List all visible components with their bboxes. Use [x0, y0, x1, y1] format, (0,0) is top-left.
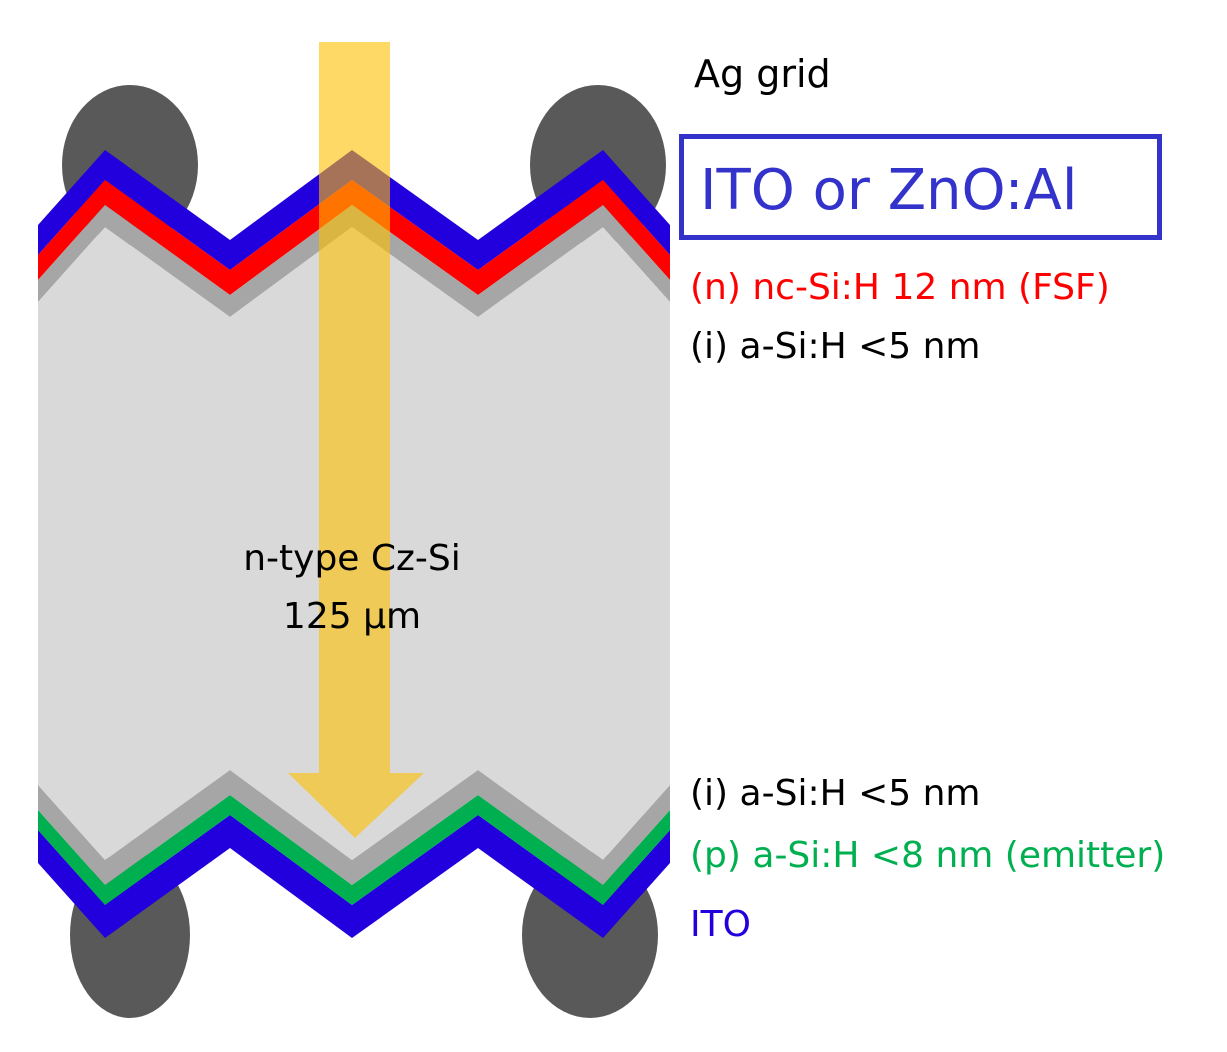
- tco-top-layer: [38, 150, 670, 270]
- wafer-label-line2: 125 µm: [282, 595, 422, 637]
- wafer-label-line1: n-type Cz-Si: [243, 538, 461, 579]
- incident-light-arrow: [288, 42, 424, 838]
- ito-bottom-layer: [38, 815, 670, 938]
- ag-grid-label: Ag grid: [694, 52, 831, 96]
- n-layer-label: (n) nc-Si:H 12 nm (FSF): [690, 267, 1110, 308]
- ito-bottom-label: ITO: [690, 904, 751, 945]
- intrinsic-top-label: (i) a-Si:H <5 nm: [690, 326, 981, 367]
- intrinsic-top-layer: [38, 205, 670, 317]
- intrinsic-bottom-label: (i) a-Si:H <5 nm: [690, 773, 981, 814]
- wafer-label: n-type Cz-Si 125 µm: [243, 530, 461, 645]
- intrinsic-bottom-layer: [38, 770, 670, 885]
- tco-label: ITO or ZnO:Al: [700, 158, 1078, 223]
- n-type-fsf-layer: [38, 180, 670, 295]
- p-type-emitter-layer: [38, 795, 670, 905]
- tco-label-box: [679, 134, 1162, 240]
- p-layer-label: (p) a-Si:H <8 nm (emitter): [690, 835, 1166, 876]
